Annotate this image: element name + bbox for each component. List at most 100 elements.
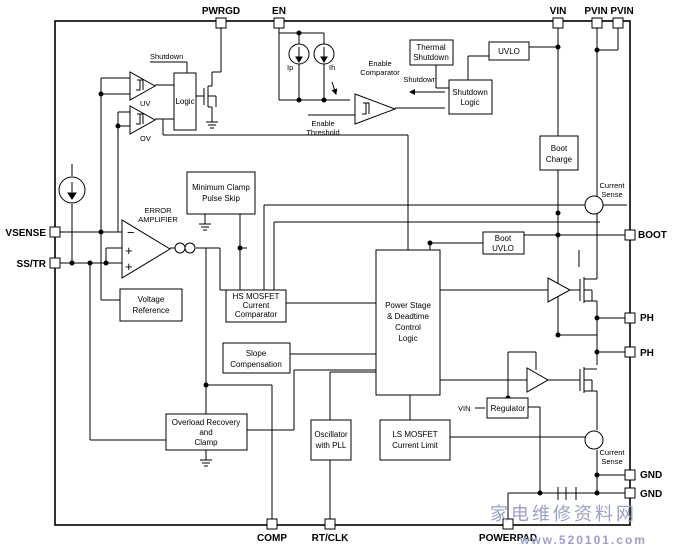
gm-stage-circle-1 (174, 242, 186, 254)
pin-ph1-label: PH (640, 313, 654, 324)
current-sense-hs-line1: Current (599, 181, 625, 190)
pin-vsense-label: VSENSE (5, 228, 46, 239)
ls-limit-line2: Current Limit (392, 441, 439, 450)
power-stage-block (375, 249, 441, 396)
shutdown-logic-block (448, 79, 493, 115)
voltage-reference-line2: Reference (133, 306, 170, 315)
pin-vin-pad (552, 17, 564, 29)
hs-comparator-line3: Comparator (235, 310, 278, 319)
logic-block (173, 72, 197, 131)
pin-gnd2-pad (624, 487, 636, 499)
pin-vin-label: VIN (550, 6, 567, 17)
enable-comparator (354, 93, 397, 125)
current-sense-ls-line1: Current (599, 448, 625, 457)
ov-label: OV (140, 134, 151, 143)
pin-comp-label: COMP (257, 533, 287, 544)
pin-boot-label: BOOT (638, 230, 667, 241)
pin-pvin1-label: PVIN (584, 6, 607, 17)
overload-recovery-block (165, 413, 248, 451)
pin-ph1-pad (624, 312, 636, 324)
pin-ph2-label: PH (640, 348, 654, 359)
voltage-reference-block (119, 288, 183, 322)
pin-sstr-label: SS/TR (17, 259, 47, 270)
boot-charge-line2: Charge (546, 155, 573, 164)
hs-comparator-line1: HS MOSFET (233, 292, 280, 301)
pin-vsense-pad (49, 226, 61, 238)
pin-pwrgd-label: PWRGD (202, 6, 240, 17)
boot-charge-block (539, 135, 579, 171)
boot-uvlo-line1: Boot (495, 234, 512, 243)
pin-gnd2-label: GND (640, 489, 662, 500)
power-stage-line2: & Deadtime (387, 312, 429, 321)
pin-ph2-pad (624, 346, 636, 358)
overload-line3: Clamp (194, 438, 218, 447)
slope-comp-line2: Compensation (230, 360, 282, 369)
boot-uvlo-block (482, 231, 525, 255)
gm-stage-circle-2 (184, 242, 196, 254)
watermark-url: www.520101.com (519, 533, 647, 547)
inverting-input-sign: − (127, 225, 135, 240)
error-amplifier (121, 219, 171, 279)
pin-pvin2-label: PVIN (610, 6, 633, 17)
ls-driver (526, 367, 550, 393)
noninverting-input-sign-2: + (125, 259, 133, 274)
enable-threshold-line2: Threshold (306, 128, 339, 137)
min-clamp-block (186, 171, 256, 215)
ic-outline (54, 20, 631, 526)
current-sense-ls-icon (584, 430, 604, 450)
boot-charge-line1: Boot (551, 144, 568, 153)
pin-pvin1-pad (591, 17, 603, 29)
pin-gnd1-label: GND (640, 470, 662, 481)
ih-label: Ih (329, 63, 335, 72)
pin-en-label: EN (272, 6, 286, 17)
pin-powerpad-pad (502, 518, 514, 530)
pin-sstr-pad (49, 257, 61, 269)
enable-comparator-line2: Comparator (360, 68, 400, 77)
error-amp-line2: AMPLIFIER (138, 215, 178, 224)
boot-uvlo-line2: UVLO (492, 244, 514, 253)
shutdown-arrow-label: Shutdown (403, 75, 436, 84)
shutdown-logic-line1: Shutdown (452, 88, 488, 97)
current-sense-hs-line2: Sense (601, 190, 622, 199)
pin-comp-pad (266, 518, 278, 530)
uvlo-label: UVLO (498, 47, 520, 56)
oscillator-block (310, 419, 352, 461)
current-sense-hs-icon (584, 195, 604, 215)
ls-limit-line1: LS MOSFET (392, 430, 437, 439)
overload-line1: Overload Recovery (172, 418, 240, 427)
pin-en-pad (273, 17, 285, 29)
hs-driver (547, 277, 572, 303)
slope-comp-line1: Slope (246, 349, 267, 358)
thermal-shutdown-line1: Thermal (416, 43, 446, 52)
thermal-shutdown-line2: Shutdown (413, 53, 449, 62)
min-clamp-line1: Minimum Clamp (192, 183, 250, 192)
oscillator-line1: Oscillator (314, 430, 348, 439)
pin-powerpad-label: POWERPAD (479, 533, 537, 544)
regulator-label: Regulator (491, 404, 526, 413)
current-sense-ls-line2: Sense (601, 457, 622, 466)
ls-current-limit-block (379, 419, 451, 461)
pin-gnd1-pad (624, 469, 636, 481)
slope-compensation-block (222, 342, 291, 374)
enable-comparator-line1: Enable (368, 59, 391, 68)
oscillator-line2: with PLL (315, 441, 347, 450)
pin-pwrgd-pad (215, 17, 227, 29)
power-stage-line4: Logic (398, 334, 417, 343)
power-stage-line1: Power Stage (385, 301, 431, 310)
shutdown-logic-line2: Logic (460, 98, 479, 107)
voltage-reference-line1: Voltage (138, 295, 165, 304)
power-stage-line3: Control (395, 323, 421, 332)
shutdown-top-label: Shutdown (150, 52, 183, 61)
enable-threshold-line1: Enable (311, 119, 334, 128)
error-amp-line1: ERROR (144, 206, 172, 215)
uv-label: UV (140, 99, 150, 108)
regulator-block (486, 397, 529, 419)
hs-comparator-line2: Current (243, 301, 270, 310)
vin-regulator-label: VIN (458, 404, 471, 413)
hs-comparator-block (225, 289, 287, 323)
overload-line2: and (199, 428, 212, 437)
uvlo-block (488, 41, 530, 61)
pin-boot-pad (624, 229, 636, 241)
min-clamp-line2: Pulse Skip (202, 194, 240, 203)
